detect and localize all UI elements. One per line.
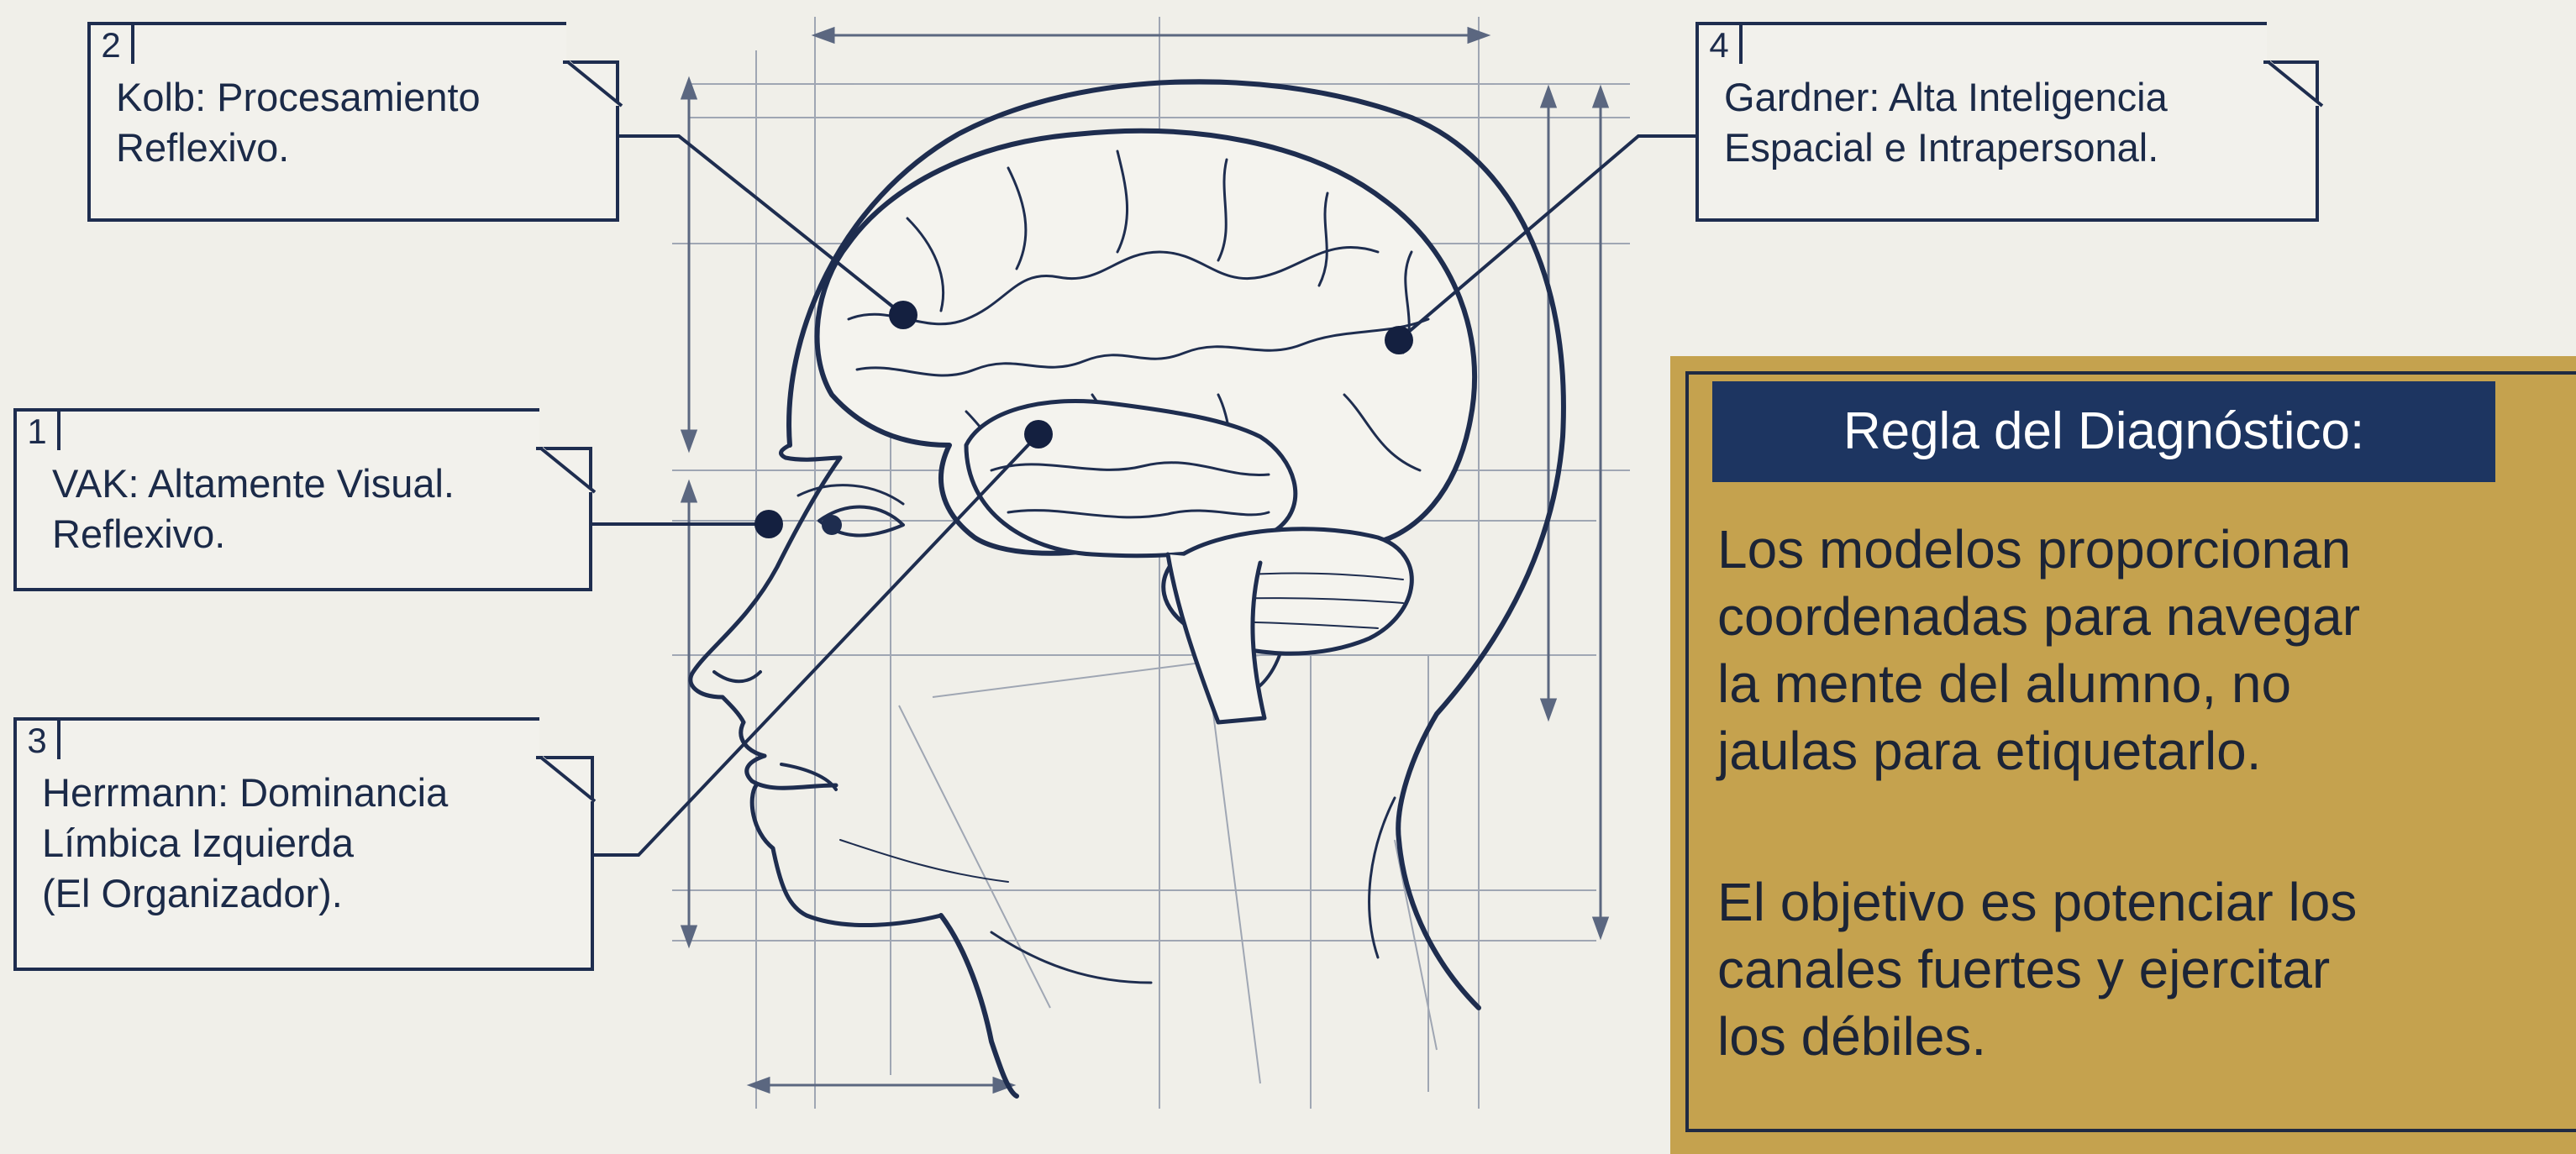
callout-gardner: 4 Gardner: Alta Inteligencia Espacial e … [1695,22,2324,222]
marker-dot-vak [754,510,783,538]
callout-tab-slant [536,447,597,494]
marker-dot-herrmann [1024,420,1053,448]
rule-paragraph-1: Los modelos proporcionan coordenadas par… [1717,519,2360,781]
rule-panel: Regla del Diagnóstico: Los modelos propo… [1670,356,2576,1154]
rule-panel-border [1685,371,2576,1132]
callout-number: 3 [17,721,60,760]
callout-tab: 3 [13,717,539,760]
brain [814,128,1478,725]
callout-tab-slant [2263,60,2324,108]
rule-title: Regla del Diagnóstico: [1712,381,2495,482]
callout-tab-slant [563,60,623,108]
head-profile [688,79,1566,1099]
callout-vak: 1 VAK: Altamente Visual. Reflexivo. [13,408,597,591]
callout-text: VAK: Altamente Visual. Reflexivo. [52,461,455,556]
callout-tab: 4 [1695,22,2267,65]
callout-tab: 2 [87,22,566,65]
callout-text: Herrmann: Dominancia Límbica Izquierda (… [42,770,449,915]
marker-dot-gardner [1385,326,1413,354]
callout-herrmann: 3 Herrmann: Dominancia Límbica Izquierda… [13,717,597,971]
leader-lines [592,134,1695,857]
callout-tab: 1 [13,408,539,451]
callout-number: 4 [1699,25,1743,65]
construction-lines [672,17,1630,1109]
marker-dot-kolb [889,301,917,329]
callout-text: Gardner: Alta Inteligencia Espacial e In… [1724,75,2168,170]
callout-number: 1 [17,412,60,451]
callout-text: Kolb: Procesamiento Reflexivo. [116,75,481,170]
callout-number: 2 [91,25,134,65]
callout-kolb: 2 Kolb: Procesamiento Reflexivo. [87,22,623,222]
callout-tab-slant [536,756,597,803]
rule-paragraph-2: El objetivo es potenciar los canales fue… [1717,872,2358,1067]
dimension-arrows [680,26,1610,1094]
